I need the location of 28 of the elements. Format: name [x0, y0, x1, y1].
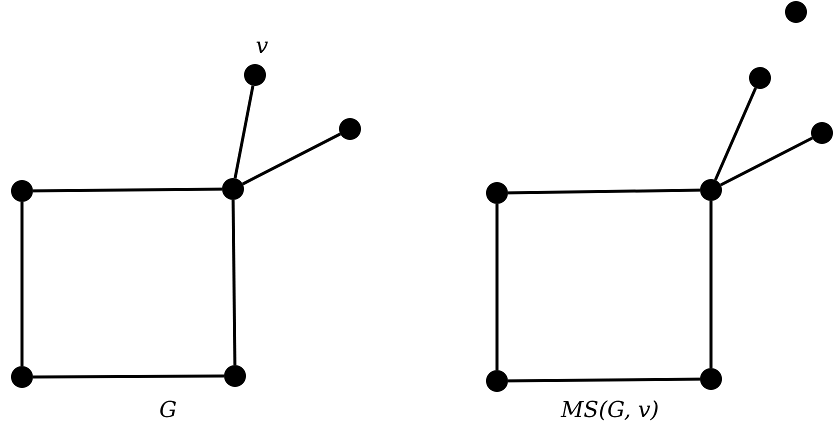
graph-vertex: [749, 67, 771, 89]
graph-edge: [508, 378, 700, 382]
graph-vertex: [486, 370, 508, 392]
graph-edge: [508, 188, 700, 194]
graph-vertex: [244, 64, 266, 86]
graph-vertex: [486, 182, 508, 204]
graph-vertex: [700, 368, 722, 390]
vertex-label: v: [256, 36, 268, 58]
graph-vertex: [222, 178, 244, 200]
graph-edge: [32, 188, 222, 192]
graph-vertex: [811, 122, 833, 144]
graph-vertex: [11, 366, 33, 388]
graph-edge: [714, 87, 757, 181]
graph-vertex: [339, 118, 361, 140]
graph-edge: [20, 202, 24, 366]
graph-edge: [710, 201, 712, 368]
graph-vertex: [11, 180, 33, 202]
graph-edge: [234, 86, 254, 178]
graph-edge: [496, 204, 498, 370]
graph-vertex: [224, 365, 246, 387]
graph-edge: [242, 132, 341, 186]
graph-caption: G: [159, 400, 177, 422]
graph-edge: [232, 200, 236, 366]
graph-vertex: [785, 1, 807, 23]
graph-edge: [720, 136, 813, 186]
graph-caption: MS(G, v): [561, 400, 659, 422]
graph-vertex: [700, 179, 722, 201]
graph-edge: [33, 374, 224, 378]
